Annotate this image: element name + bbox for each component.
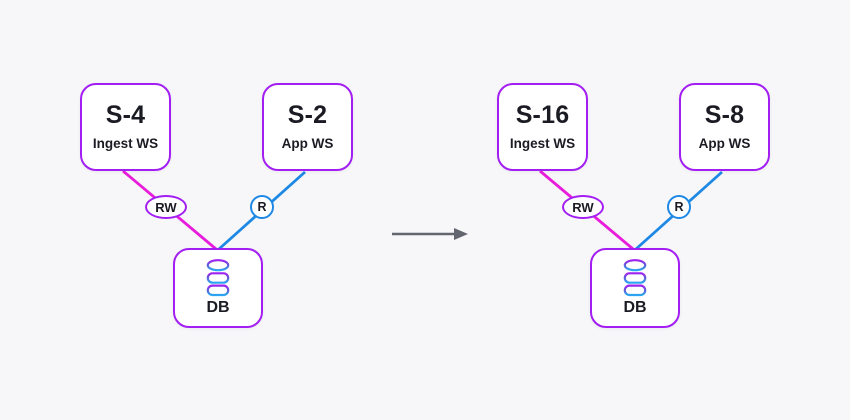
node-ingest-ws: S-16 Ingest WS <box>497 83 588 171</box>
db-label: DB <box>206 299 230 317</box>
write-edge-badge: RW <box>562 195 604 219</box>
db-label: DB <box>623 299 647 317</box>
database-cylinder-icon <box>206 259 230 297</box>
diagram-before: S-4 Ingest WS S-2 App WS DB RW R <box>80 83 353 328</box>
node-subtitle: App WS <box>281 136 334 152</box>
node-ingest-ws: S-4 Ingest WS <box>80 83 171 171</box>
node-subtitle: Ingest WS <box>92 136 159 152</box>
node-title: S-8 <box>704 101 745 130</box>
node-title: S-4 <box>105 101 146 130</box>
node-app-ws: S-2 App WS <box>262 83 353 171</box>
node-db: DB <box>173 248 263 328</box>
read-edge-badge: R <box>667 195 691 219</box>
node-title: S-2 <box>287 101 328 130</box>
node-app-ws: S-8 App WS <box>679 83 770 171</box>
node-subtitle: App WS <box>698 136 751 152</box>
diagram-after: S-16 Ingest WS S-8 App WS DB RW R <box>497 83 770 328</box>
node-db: DB <box>590 248 680 328</box>
right-arrow-icon <box>392 228 468 240</box>
read-edge-badge: R <box>250 195 274 219</box>
node-subtitle: Ingest WS <box>509 136 576 152</box>
database-cylinder-icon <box>623 259 647 297</box>
write-edge-badge: RW <box>145 195 187 219</box>
node-title: S-16 <box>515 101 570 130</box>
